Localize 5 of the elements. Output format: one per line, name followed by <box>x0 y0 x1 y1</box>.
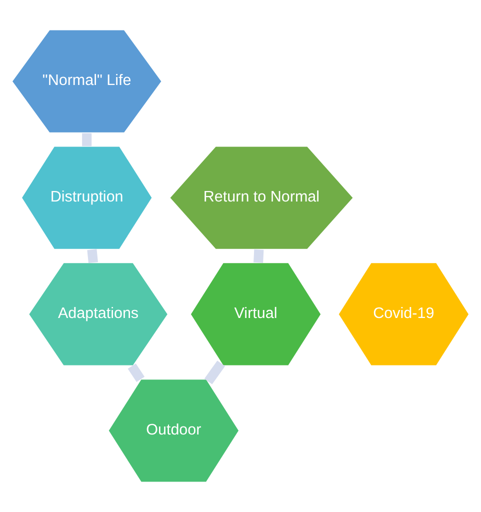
connector <box>254 249 264 263</box>
connector <box>128 363 145 382</box>
connector <box>87 249 98 264</box>
connector <box>204 360 226 384</box>
connector <box>82 133 92 146</box>
